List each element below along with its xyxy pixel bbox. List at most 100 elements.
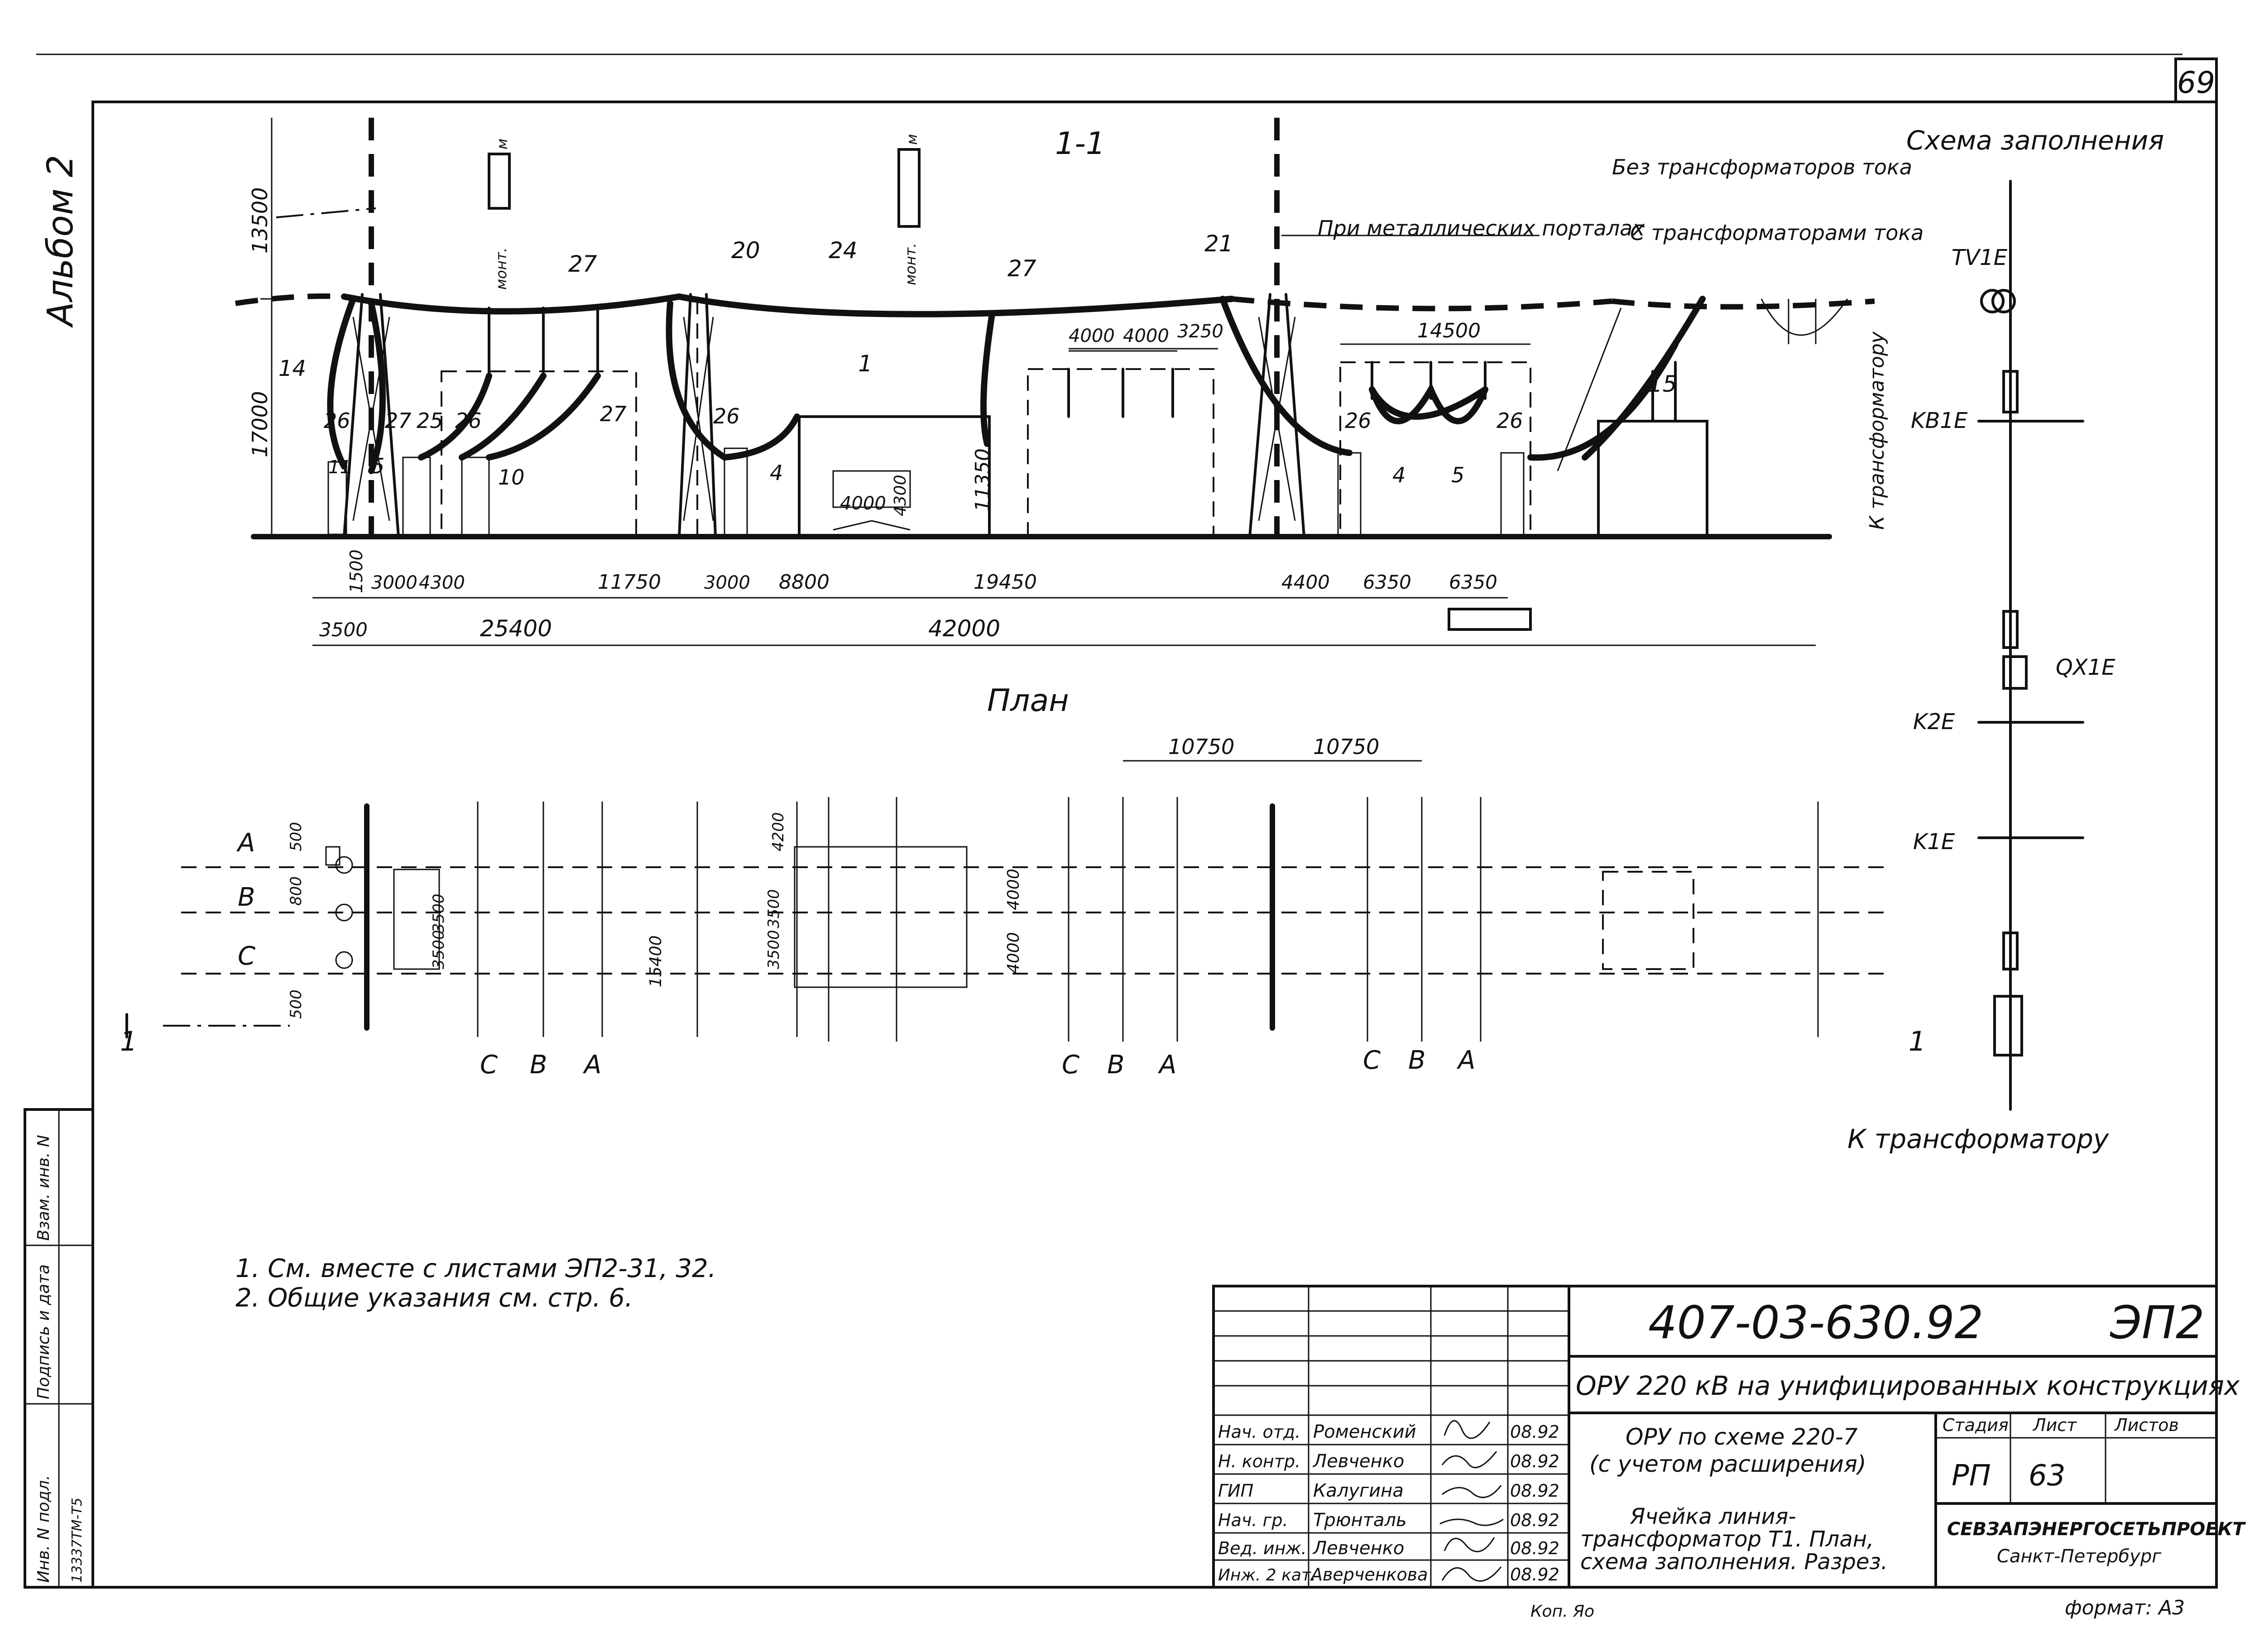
plan-dim-500a: 500 — [287, 822, 305, 851]
note-metal-portals: При металлических порталах — [1318, 216, 1645, 240]
dim-total-25400: 25400 — [480, 615, 552, 642]
scheme-to-transformer: К трансформатору — [1847, 1124, 2109, 1154]
callout-5a: 5 — [371, 454, 384, 478]
callout-26c: 26 — [713, 404, 740, 428]
sheet-frame — [91, 101, 2218, 1589]
role-4: Нач. гр. — [1218, 1510, 1288, 1530]
stamp-replace-inv: Взам. инв. N — [34, 1135, 53, 1241]
dim-top-4000c: 4000 — [840, 493, 886, 514]
name-5: Левченко — [1312, 1538, 1404, 1559]
callout-20: 20 — [731, 237, 760, 264]
org-name: СЕВЗАПЭНЕРГОСЕТЬПРОЕКТ — [1947, 1519, 2246, 1540]
stage-header: Стадия — [1943, 1415, 2009, 1435]
callout-26b: 26 — [455, 408, 482, 433]
phase-label-a: A — [236, 828, 255, 858]
plan-dim-4200: 4200 — [769, 812, 787, 851]
dim-bot-6350a: 6350 — [1363, 571, 1411, 593]
name-4: Трюнталь — [1313, 1510, 1407, 1531]
phase-group3-c: C — [1363, 1046, 1381, 1075]
roles-table: Нач. отд. Роменский 08.92 Н. контр. Левч… — [1218, 1421, 1559, 1585]
callout-21: 21 — [1204, 231, 1233, 257]
callout-11: 11 — [328, 457, 351, 478]
note-no-ct: Без трансформаторов тока — [1612, 155, 1912, 179]
signature-1 — [1444, 1420, 1491, 1439]
cell-2-equipment — [1027, 350, 1214, 538]
scheme-qx1e: QX1E — [2056, 655, 2115, 680]
sheets-header: Листов — [2114, 1415, 2179, 1435]
overhead-conductor — [341, 293, 1235, 317]
callout-1: 1 — [858, 351, 873, 377]
name-3: Калугина — [1313, 1480, 1404, 1501]
height-13500: 13500 — [248, 187, 272, 254]
date-6: 08.92 — [1510, 1565, 1559, 1585]
plan-dim-3500b: 3500 — [430, 930, 448, 969]
phase-label-c: C — [238, 941, 255, 971]
mount-marker-2 — [897, 148, 921, 228]
sheet-header: Лист — [2032, 1415, 2077, 1435]
cell-1-equipment — [402, 307, 637, 538]
subtitle-2: (с учетом расширения) — [1589, 1451, 1866, 1477]
phase-group1-b: B — [530, 1050, 547, 1080]
portal-1 — [327, 293, 400, 538]
mount-label-2: монт. — [902, 243, 919, 285]
signature-2 — [1441, 1451, 1497, 1469]
sheet-title-1: Ячейка линия- — [1630, 1504, 1796, 1529]
dim-bot-8800: 8800 — [779, 571, 830, 594]
dim-bot-4400: 4400 — [1281, 571, 1330, 593]
callout-4a: 4 — [770, 461, 783, 485]
project-title: ОРУ 220 кВ на унифицированных конструкци… — [1576, 1370, 2240, 1401]
note-to-transformer-vertical: К трансформатору — [1866, 331, 1889, 530]
plan-dim-15400: 15400 — [647, 935, 665, 987]
section-1-1: 1-1 13500 17000 м м монт. монт. — [235, 118, 1923, 646]
phase-group1-a: A — [583, 1050, 601, 1080]
signature-3 — [1442, 1485, 1502, 1498]
scheme-k1e: K1E — [1913, 829, 1955, 855]
phase-group1-c: C — [480, 1050, 498, 1080]
signature-6 — [1441, 1566, 1502, 1582]
dim-bot-4300: 4300 — [419, 572, 465, 593]
signature-5 — [1444, 1537, 1495, 1552]
dim-bot-3000b: 3000 — [704, 572, 750, 593]
callout-27a: 27 — [385, 408, 412, 433]
name-1: Роменский — [1313, 1421, 1416, 1442]
phase-group2-b: B — [1107, 1050, 1124, 1080]
dim-bot-6350b: 6350 — [1449, 571, 1497, 593]
name-6: Аверченкова — [1309, 1565, 1428, 1585]
date-4: 08.92 — [1510, 1510, 1559, 1530]
sheet-title-3: схема заполнения. Разрез. — [1580, 1549, 1888, 1575]
plan-dim-3500c: 3500 — [765, 889, 783, 928]
org-city: Санкт-Петербург — [1997, 1546, 2162, 1567]
doc-number: 407-03-630.92 — [1648, 1296, 1983, 1349]
role-1: Нач. отд. — [1218, 1422, 1300, 1442]
section-marker-right: 1 — [1909, 1026, 1926, 1057]
callout-5b: 5 — [1451, 463, 1464, 487]
stamp-signature-date: Подпись и дата — [34, 1264, 53, 1399]
sheet-number: 63 — [2029, 1459, 2065, 1493]
dim-bot-19450: 19450 — [974, 571, 1037, 594]
callout-27b: 27 — [568, 251, 597, 277]
plan-dim-10750b: 10750 — [1313, 735, 1379, 759]
stage-value: РП — [1952, 1459, 1991, 1493]
dim-total-3500: 3500 — [319, 619, 368, 641]
section-marker-left: 1 — [120, 1026, 137, 1057]
height-17000: 17000 — [248, 391, 272, 457]
phase-label-b: B — [238, 883, 255, 912]
stamp-original-inv: Инв. N подл. — [34, 1475, 53, 1583]
callout-10: 10 — [498, 465, 525, 490]
phase-group3-b: B — [1408, 1046, 1425, 1075]
plan-title: План — [987, 683, 1069, 719]
scheme-k2e: K2E — [1913, 709, 1955, 735]
callout-27d: 27 — [600, 402, 627, 426]
plan-dim-3500d: 3500 — [765, 930, 783, 969]
date-5: 08.92 — [1510, 1538, 1559, 1558]
phase-group2-c: C — [1062, 1050, 1079, 1080]
sheet-title-2: трансформатор Т1. План, — [1580, 1527, 1874, 1552]
callout-14: 14 — [278, 356, 306, 381]
callout-26e: 26 — [1497, 408, 1523, 433]
note-2: 2. Общие указания см. стр. 6. — [235, 1283, 633, 1313]
mount-label-1: монт. — [493, 248, 510, 290]
page-number-box — [2174, 58, 2218, 103]
portal-3 — [1219, 235, 1540, 538]
callout-25: 25 — [417, 408, 443, 433]
footer-format: формат: А3 — [2065, 1596, 2185, 1619]
